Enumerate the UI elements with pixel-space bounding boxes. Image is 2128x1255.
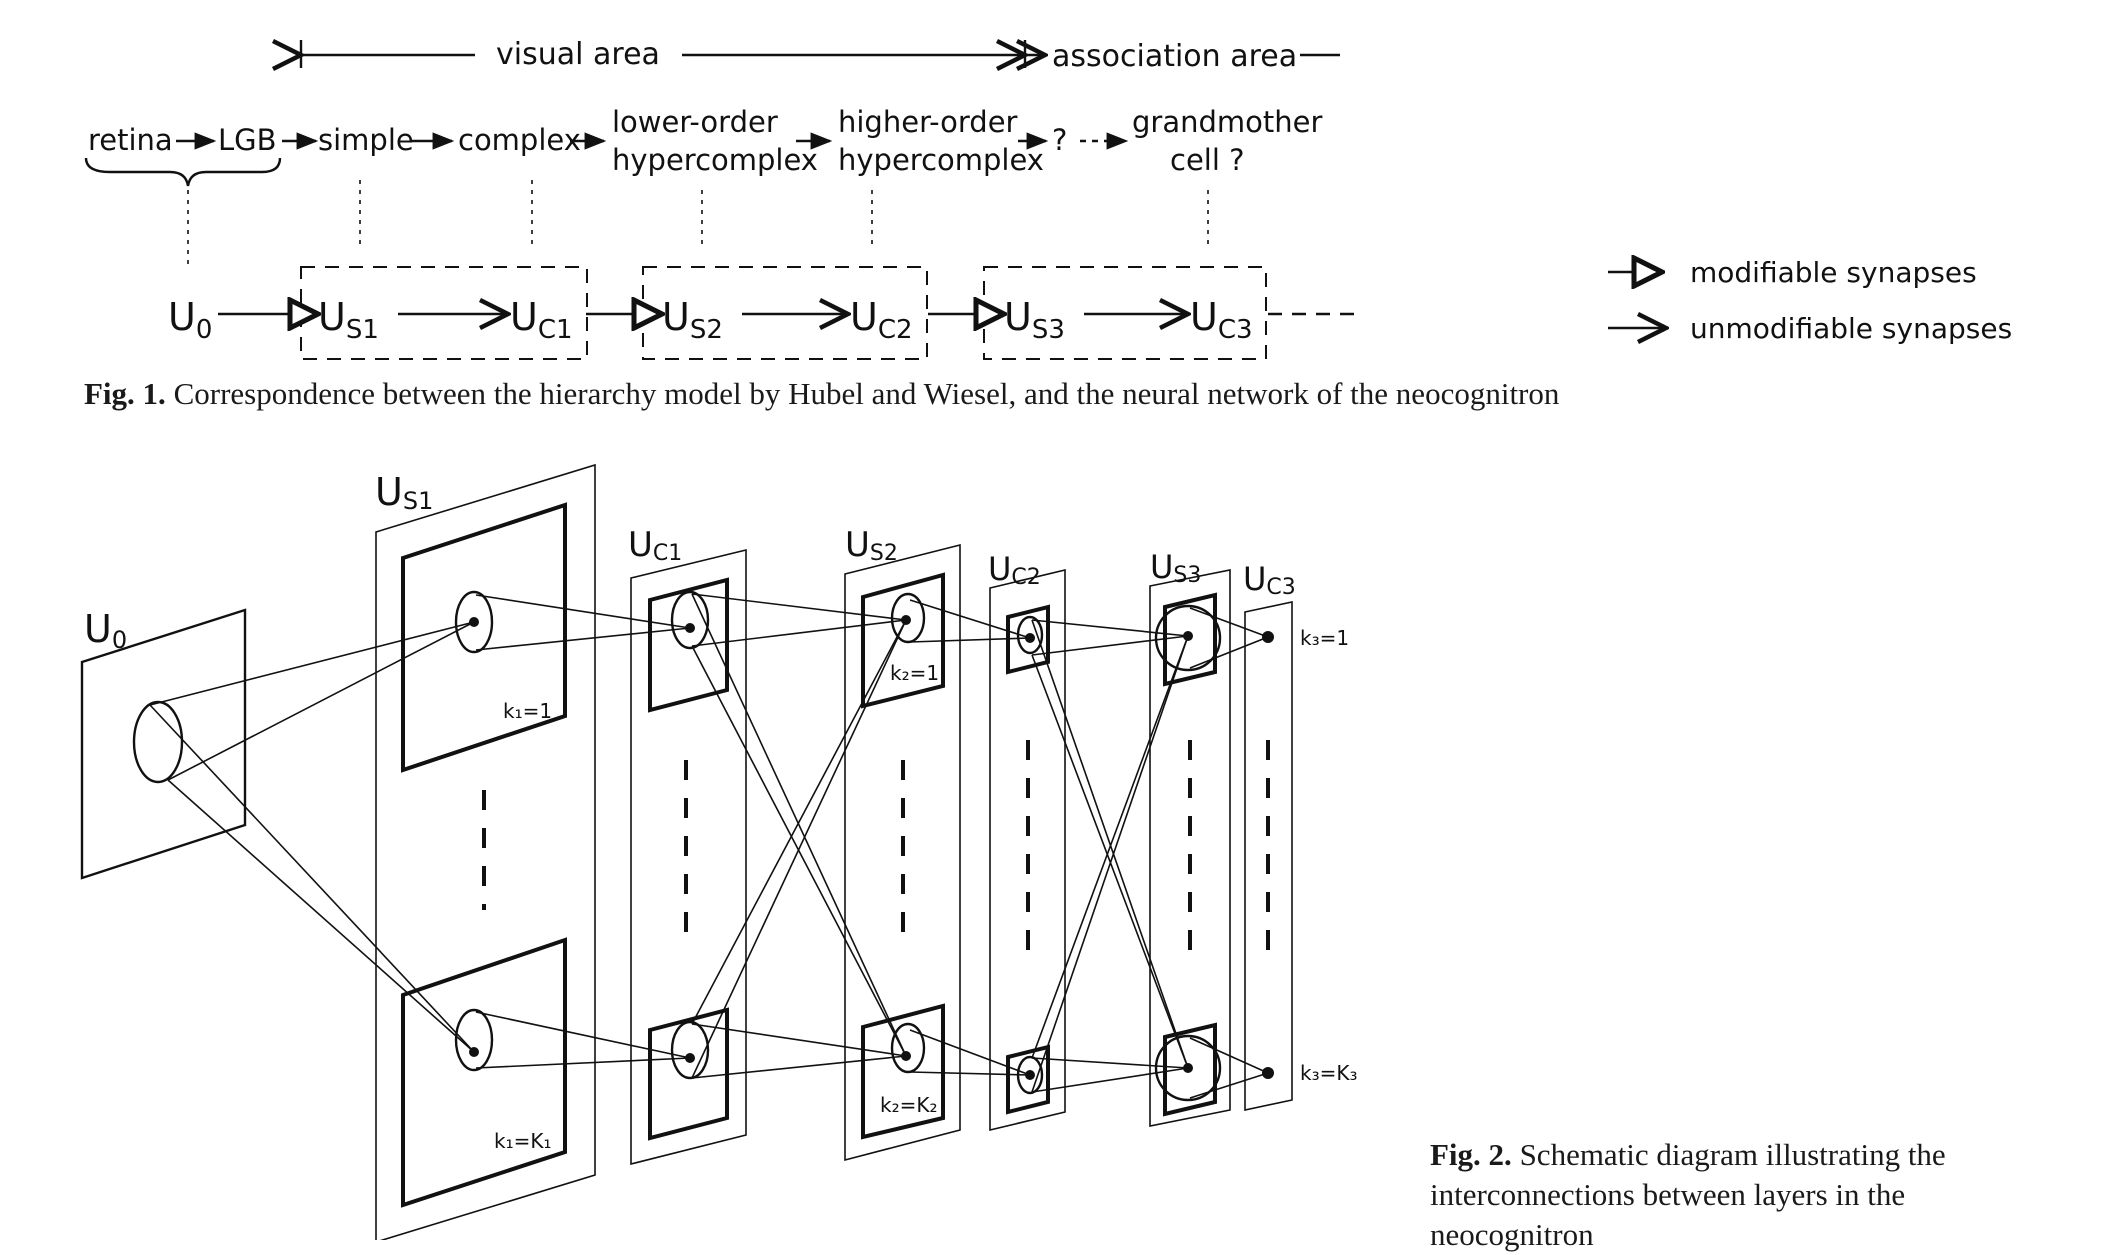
layer-label: UC2: [850, 295, 913, 345]
cell-plane: [648, 1007, 729, 1141]
layer-label: UC3: [1190, 295, 1253, 345]
area-brackets: visual area association area: [301, 37, 1340, 74]
layer-label: US2: [845, 525, 898, 566]
receptive-field-cone-icon: [132, 700, 184, 784]
interconnections: [149, 593, 1269, 1099]
uc1-layer: UC1: [628, 525, 747, 1166]
correspondence-lines: [187, 180, 1209, 268]
us2-layer: US2 k₂=1 k₂=K₂: [844, 525, 961, 1162]
fig1-caption-label: Fig. 1.: [84, 376, 166, 411]
cell-plane: [401, 502, 567, 773]
synapse-legend: modifiable synapses unmodifiable synapse…: [1608, 256, 2012, 345]
uc3-layer: UC3 k₃=1 k₃=K₃: [1243, 560, 1358, 1111]
fig2-caption-label: Fig. 2.: [1430, 1137, 1512, 1172]
cell-plane: [1006, 604, 1050, 675]
visual-area-label: visual area: [496, 37, 660, 72]
layer-label: US3: [1004, 295, 1065, 345]
plane-index-label: k₁=K₁: [494, 1129, 552, 1153]
cell-plane: [861, 572, 945, 709]
u0-plane: U0: [80, 607, 247, 880]
us1-layer: US1 k₁=1 k₁=K₁: [375, 463, 596, 1240]
layer-label: UC1: [510, 295, 573, 345]
association-area-label: association area: [1052, 39, 1297, 74]
layer-label: US1: [375, 470, 433, 515]
complex-label: complex: [458, 123, 581, 157]
layer-label: UC1: [628, 525, 682, 566]
fig1-diagram: visual area association area retina LGB …: [84, 37, 2012, 360]
layer-label: US3: [1150, 548, 1201, 588]
hierarchy-model: retina LGB simple complex lower-order hy…: [84, 105, 1322, 187]
plane-index-label: k₃=K₃: [1300, 1061, 1358, 1085]
fig1-caption: Fig. 1. Correspondence between the hiera…: [84, 376, 1559, 412]
lower-order-label-2: hypercomplex: [612, 143, 818, 177]
unknown-stage-label: ?: [1052, 123, 1067, 157]
cell-plane: [1163, 1022, 1217, 1117]
layer-label: US1: [318, 295, 379, 345]
grandmother-label-2: cell ?: [1170, 143, 1245, 177]
layer-label: UC2: [988, 550, 1041, 590]
us3-layer: US3: [1149, 548, 1231, 1127]
layer-label: US2: [662, 295, 723, 345]
plane-index-label: k₃=1: [1300, 626, 1349, 650]
layer-label: UC3: [1243, 560, 1296, 600]
cell-plane: [1163, 592, 1217, 687]
simple-label: simple: [318, 123, 414, 157]
layer-label: U0: [84, 607, 127, 654]
grandmother-label-1: grandmother: [1132, 105, 1322, 139]
retina-label: retina: [88, 123, 173, 157]
fig1-caption-text: Correspondence between the hierarchy mod…: [173, 376, 1560, 411]
plane-index-label: k₂=1: [890, 661, 939, 685]
higher-order-label-1: higher-order: [838, 105, 1018, 139]
plane-index-label: k₂=K₂: [880, 1093, 938, 1117]
cell-plane: [648, 577, 729, 713]
higher-order-label-2: hypercomplex: [838, 143, 1044, 177]
fig2-caption: Fig. 2. Schematic diagram illustrating t…: [1430, 1135, 2070, 1255]
cell-plane: [401, 937, 567, 1208]
lgb-label: LGB: [218, 123, 277, 157]
layer-label: U0: [168, 295, 212, 345]
uc2-layer: UC2: [988, 550, 1066, 1132]
unmodifiable-legend-label: unmodifiable synapses: [1690, 312, 2012, 345]
modifiable-legend-label: modifiable synapses: [1690, 256, 1977, 289]
cell-plane: [861, 1003, 945, 1140]
fig2-diagram: U0 US1 k₁=1 k₁=K₁ UC1 US: [80, 463, 1358, 1240]
retina-lgb-brace: [84, 157, 282, 187]
plane-index-label: k₁=1: [503, 699, 552, 723]
neocognitron-layers: U0 US1 UC1 US2 UC2 US3 UC3: [168, 295, 1360, 345]
lower-order-label-1: lower-order: [612, 105, 778, 139]
